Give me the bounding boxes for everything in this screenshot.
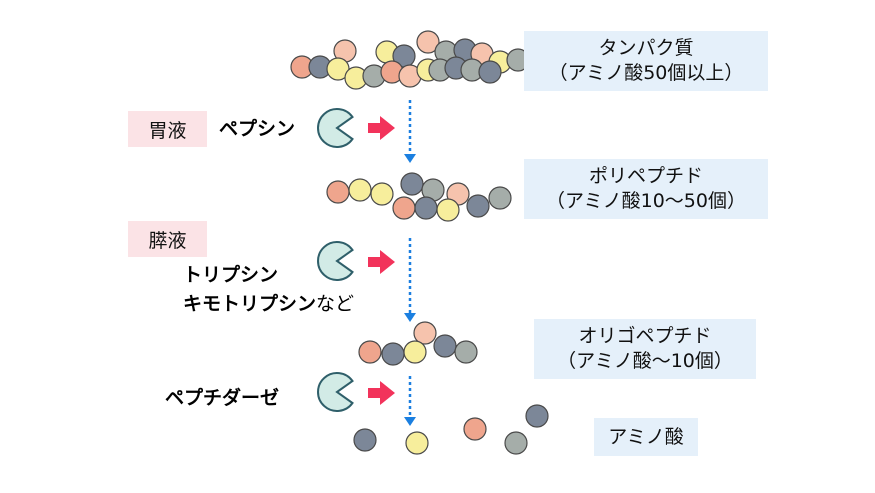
enzyme-trypsin: トリプシン (183, 264, 279, 286)
red-arrow-icon (368, 381, 395, 405)
amino-acid-bead (400, 172, 424, 196)
enzyme-chymotrypsin: キモトリプシンなど (183, 293, 355, 315)
enzyme-suffix: など (316, 293, 355, 315)
stage-name: オリゴペプチド (578, 325, 712, 347)
amino-acid-bead (416, 30, 440, 54)
amino-acid-bead (454, 340, 478, 364)
fluid-pancreatic-juice: 膵液 (128, 221, 207, 257)
stage-label-polypeptide: ポリペプチド （アミノ酸10〜50個） (524, 159, 768, 219)
stage-note: （アミノ酸〜10個） (557, 350, 733, 372)
amino-acid-bead (370, 182, 394, 206)
stage-name: ポリペプチド (588, 165, 703, 187)
fluid-gastric-juice: 胃液 (128, 111, 207, 147)
amino-acid-bead (525, 404, 549, 428)
flow-arrow-head (404, 313, 416, 322)
stage-note: （アミノ酸10〜50個） (546, 190, 746, 212)
amino-acid-bead (488, 186, 512, 210)
amino-acid-bead (463, 417, 487, 441)
stage-name: アミノ酸 (608, 425, 684, 448)
stage-label-protein: タンパク質 （アミノ酸50個以上） (524, 31, 768, 91)
amino-acid-bead (504, 431, 528, 455)
enzyme-icon (317, 241, 354, 281)
amino-acid-bead (478, 60, 502, 84)
stage-note: （アミノ酸50個以上） (548, 62, 744, 84)
amino-acid-bead (348, 178, 372, 202)
enzyme-peptidase: ペプチダーゼ (165, 387, 280, 409)
flow-arrow-head (404, 154, 416, 163)
amino-acid-bead (326, 180, 350, 204)
amino-acid-bead (403, 340, 427, 364)
red-arrow-icon (368, 116, 395, 140)
amino-acid-bead (466, 194, 490, 218)
enzyme-pepsin: ペプシン (219, 118, 296, 140)
red-arrow-icon (368, 250, 395, 274)
stage-label-amino-acid: アミノ酸 (594, 418, 698, 456)
enzyme-icon (317, 372, 354, 412)
amino-acid-bead (405, 431, 429, 455)
stage-label-oligopeptide: オリゴペプチド （アミノ酸〜10個） (534, 319, 756, 379)
amino-acid-bead (392, 196, 416, 220)
stage-name: タンパク質 (598, 37, 694, 59)
enzyme-icon (317, 108, 354, 148)
amino-acid-bead (433, 334, 457, 358)
amino-acid-bead (381, 342, 405, 366)
amino-acid-bead (353, 428, 377, 452)
amino-acid-bead (436, 198, 460, 222)
amino-acid-bead (358, 340, 382, 364)
amino-acid-bead (413, 321, 437, 345)
flow-arrow-head (404, 417, 416, 426)
amino-acid-bead (414, 196, 438, 220)
